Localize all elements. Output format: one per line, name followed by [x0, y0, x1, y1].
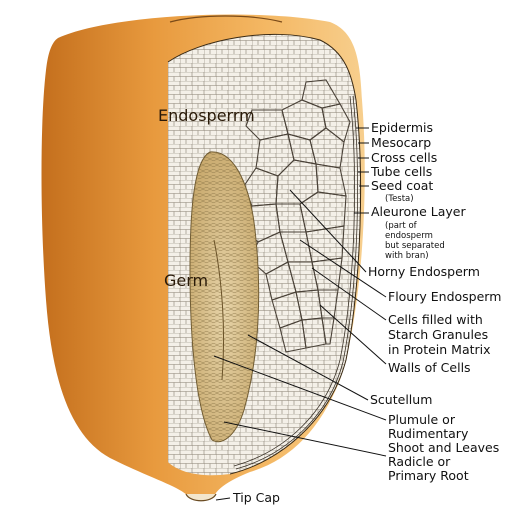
germ-label: Germ — [164, 271, 208, 290]
label-cross-cells: Cross cells — [371, 150, 437, 165]
label-cells-filled-2: Starch Granules — [388, 327, 488, 342]
label-radicle-2: Primary Root — [388, 468, 469, 483]
label-plumule-3: Shoot and Leaves — [388, 440, 499, 455]
label-aleurone-note-4: with bran) — [385, 251, 429, 261]
endosperm-label: Endosperrm — [158, 106, 255, 125]
label-cells-filled-1: Cells filled with — [388, 312, 483, 327]
label-mesocarp: Mesocarp — [371, 135, 431, 150]
label-aleurone-note-2: endosperm — [385, 231, 433, 241]
label-tube-cells: Tube cells — [370, 164, 432, 179]
label-floury-endosperm: Floury Endosperm — [388, 289, 501, 304]
label-horny-endosperm: Horny Endosperm — [368, 264, 480, 279]
label-plumule-2: Rudimentary — [388, 426, 469, 441]
label-plumule-1: Plumule or — [388, 412, 456, 427]
label-cells-filled-3: in Protein Matrix — [388, 342, 491, 357]
label-walls-of-cells: Walls of Cells — [388, 360, 471, 375]
label-seed-coat: Seed coat — [371, 178, 433, 193]
label-scutellum: Scutellum — [370, 392, 432, 407]
label-epidermis: Epidermis — [371, 120, 433, 135]
label-radicle-1: Radicle or — [388, 454, 451, 469]
label-aleurone-note-3: but separated — [385, 241, 445, 251]
cut-surface — [150, 20, 370, 490]
label-seed-coat-note: (Testa) — [385, 194, 414, 204]
label-aleurone-note-1: (part of — [385, 221, 418, 231]
label-tip-cap: Tip Cap — [232, 490, 280, 505]
tip-cap-shape — [186, 494, 216, 501]
label-aleurone: Aleurone Layer — [371, 204, 466, 219]
